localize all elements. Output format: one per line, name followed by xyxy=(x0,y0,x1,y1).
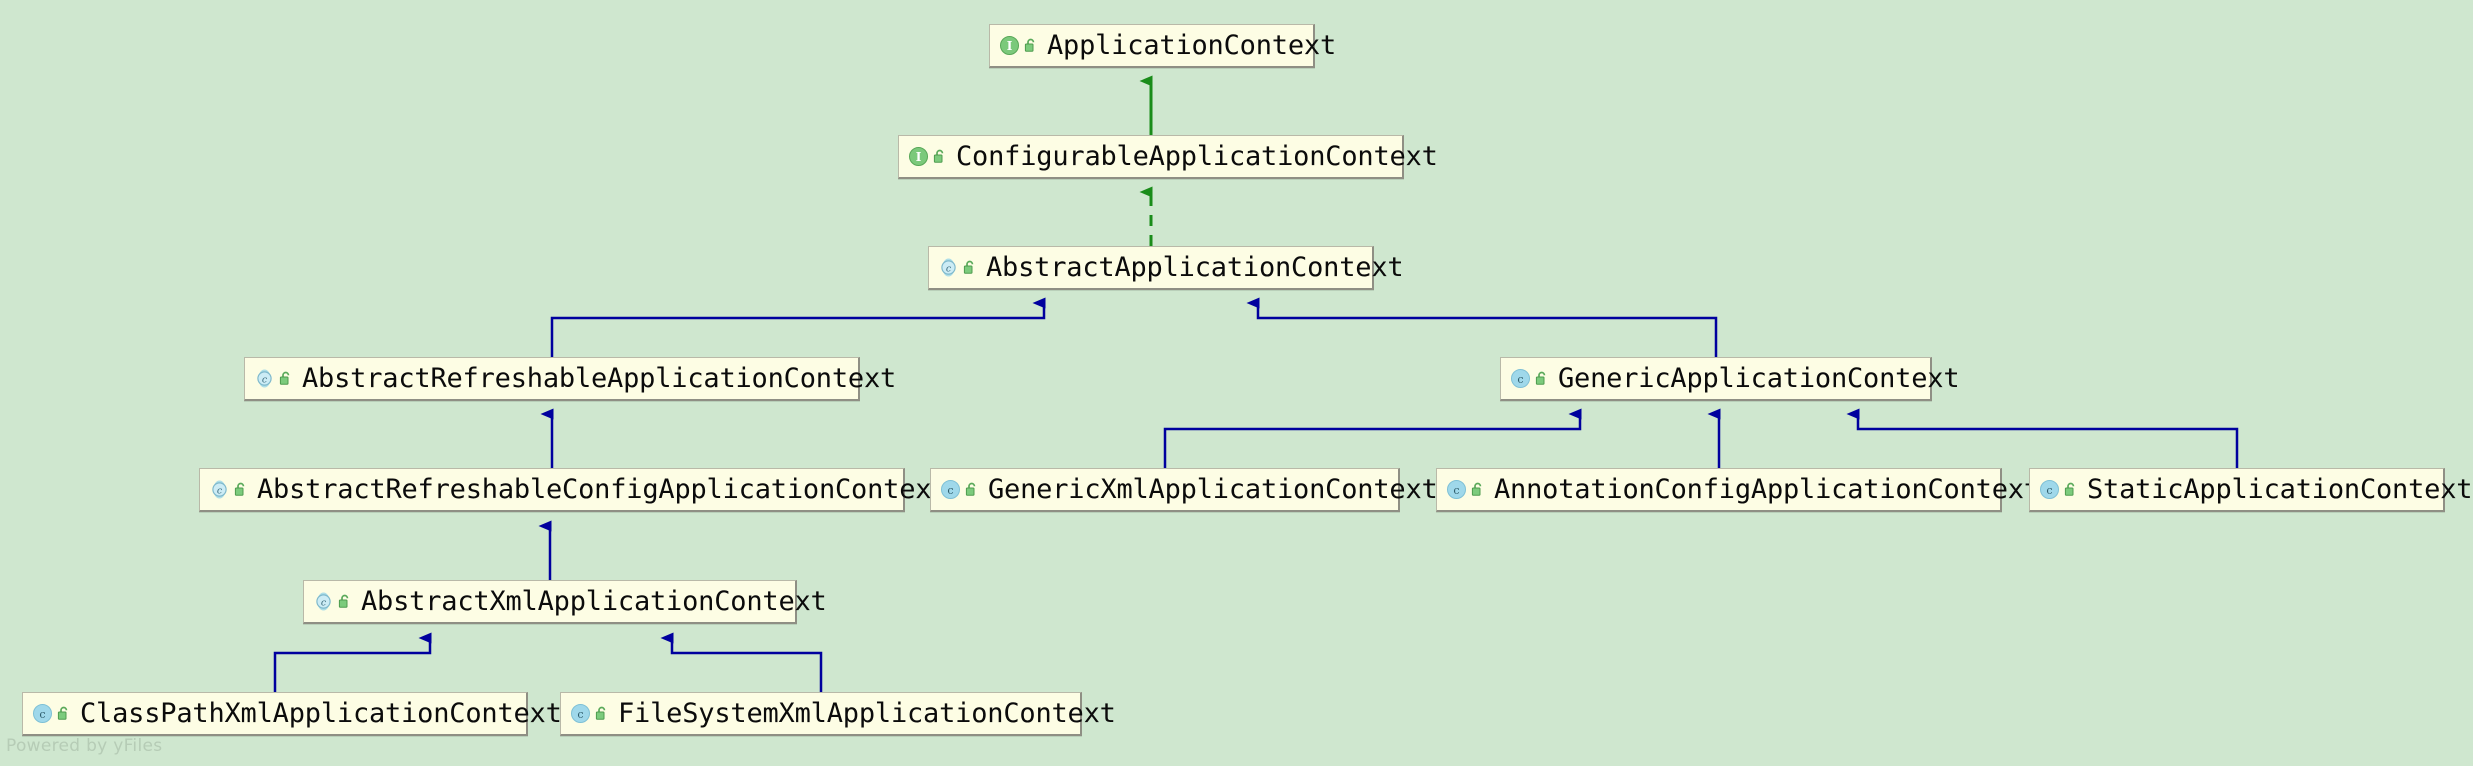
public-lock-icon xyxy=(1470,482,1485,498)
edge-generic-to-abstractapplicationcontext xyxy=(1246,297,1718,357)
svg-text:c: c xyxy=(577,708,583,721)
class-node-label: GenericApplicationContext xyxy=(1558,363,1960,394)
class-node-AnnotationConfigApplicationContext[interactable]: c AnnotationConfigApplicationContext xyxy=(1436,468,2040,512)
edge-classpathxml-to-abstractxml xyxy=(273,632,432,692)
class-node-label: AnnotationConfigApplicationContext xyxy=(1494,474,2040,505)
public-lock-icon xyxy=(56,706,71,722)
svg-text:I: I xyxy=(1007,39,1013,53)
interface-icon: I xyxy=(908,146,929,167)
public-lock-icon xyxy=(932,149,947,165)
edge-filesystemxml-to-abstractxml xyxy=(660,632,823,692)
interface-icon: I xyxy=(999,35,1020,56)
class-node-label: FileSystemXmlApplicationContext xyxy=(618,698,1116,729)
yfiles-watermark: Powered by yFiles xyxy=(6,736,163,756)
abstract-class-icon: c xyxy=(254,368,275,389)
class-node-label: StaticApplicationContext xyxy=(2087,474,2473,505)
class-icon: c xyxy=(2039,479,2060,500)
class-node-ClassPathXmlApplicationContext[interactable]: c ClassPathXmlApplicationContext xyxy=(22,692,562,736)
svg-text:c: c xyxy=(321,598,327,609)
abstract-class-icon: c xyxy=(313,591,334,612)
edge-abstractrefreshable-to-abstractapplicationcontext xyxy=(550,297,1046,357)
public-lock-icon xyxy=(337,594,352,610)
class-node-label: AbstractRefreshableApplicationContext xyxy=(302,363,897,394)
svg-text:I: I xyxy=(916,150,922,164)
svg-text:c: c xyxy=(1453,484,1459,497)
public-lock-icon xyxy=(1023,38,1038,54)
edge-static-to-generic xyxy=(1846,408,2239,468)
class-node-label: AbstractRefreshableConfigApplicationCont… xyxy=(257,474,948,505)
abstract-class-icon: c xyxy=(938,257,959,278)
abstract-class-icon: c xyxy=(209,479,230,500)
svg-text:c: c xyxy=(2046,484,2052,497)
svg-text:c: c xyxy=(947,484,953,497)
class-icon: c xyxy=(32,703,53,724)
svg-text:c: c xyxy=(262,375,268,386)
class-node-label: AbstractXmlApplicationContext xyxy=(361,586,827,617)
public-lock-icon xyxy=(2063,482,2078,498)
class-icon: c xyxy=(1446,479,1467,500)
class-node-StaticApplicationContext[interactable]: c StaticApplicationContext xyxy=(2029,468,2473,512)
public-lock-icon xyxy=(1534,371,1549,387)
class-node-label: GenericXmlApplicationContext xyxy=(988,474,1438,505)
class-node-ApplicationContext[interactable]: I ApplicationContext xyxy=(989,24,1336,68)
class-node-GenericXmlApplicationContext[interactable]: c GenericXmlApplicationContext xyxy=(930,468,1438,512)
svg-text:c: c xyxy=(39,708,45,721)
public-lock-icon xyxy=(233,482,248,498)
class-node-AbstractApplicationContext[interactable]: c AbstractApplicationContext xyxy=(928,246,1404,290)
svg-text:c: c xyxy=(1517,373,1523,386)
class-node-AbstractXmlApplicationContext[interactable]: c AbstractXmlApplicationContext xyxy=(303,580,827,624)
class-icon: c xyxy=(940,479,961,500)
public-lock-icon xyxy=(964,482,979,498)
class-node-label: ApplicationContext xyxy=(1047,30,1336,61)
svg-text:c: c xyxy=(946,264,952,275)
public-lock-icon xyxy=(278,371,293,387)
class-node-AbstractRefreshableApplicationContext[interactable]: c AbstractRefreshableApplicationContext xyxy=(244,357,896,401)
public-lock-icon xyxy=(962,260,977,276)
class-node-label: AbstractApplicationContext xyxy=(986,252,1404,283)
edge-genericxml-to-generic xyxy=(1163,408,1582,468)
class-node-AbstractRefreshableConfigApplicationContext[interactable]: c AbstractRefreshableConfigApplicationCon… xyxy=(199,468,948,512)
svg-text:c: c xyxy=(217,486,223,497)
class-icon: c xyxy=(1510,368,1531,389)
class-icon: c xyxy=(570,703,591,724)
class-node-label: ConfigurableApplicationContext xyxy=(956,141,1438,172)
class-node-ConfigurableApplicationContext[interactable]: I ConfigurableApplicationContext xyxy=(898,135,1438,179)
public-lock-icon xyxy=(594,706,609,722)
class-node-FileSystemXmlApplicationContext[interactable]: c FileSystemXmlApplicationContext xyxy=(560,692,1116,736)
class-node-GenericApplicationContext[interactable]: c GenericApplicationContext xyxy=(1500,357,1960,401)
class-node-label: ClassPathXmlApplicationContext xyxy=(80,698,562,729)
